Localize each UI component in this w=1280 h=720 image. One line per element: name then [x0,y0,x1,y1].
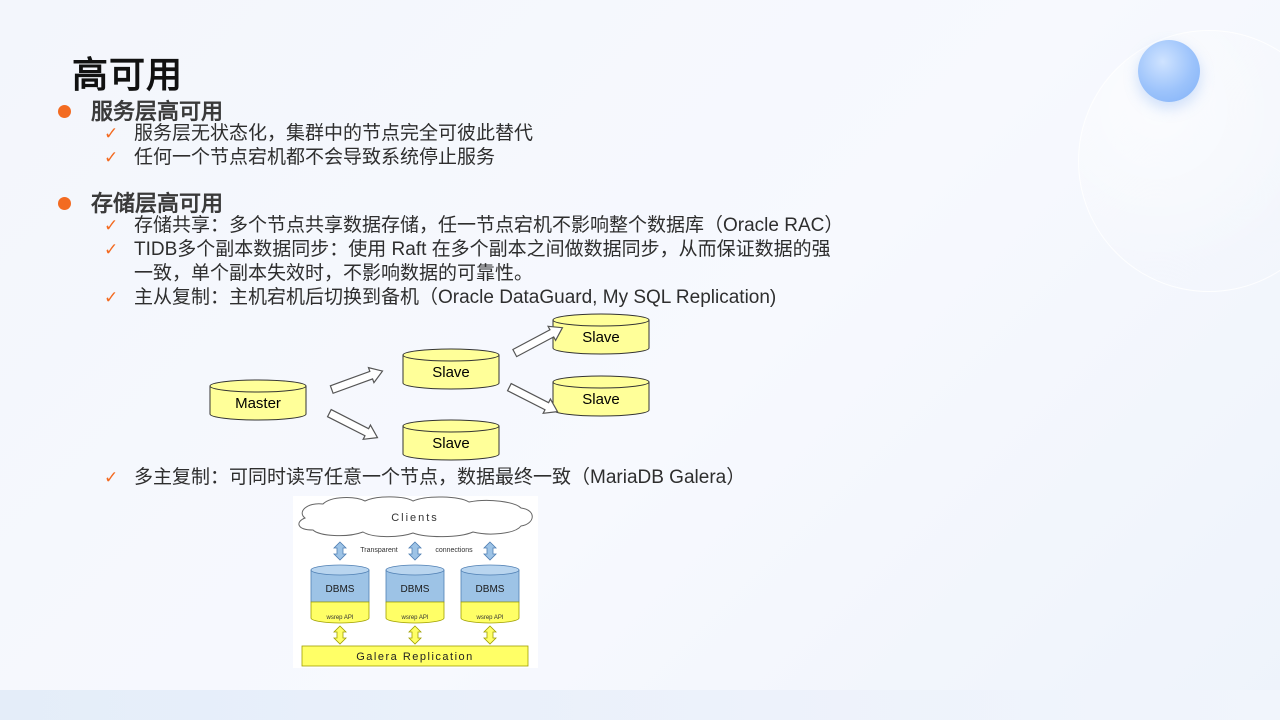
check-icon: ✓ [104,216,119,235]
master-slave-diagram: Master Slave Slave Slave Slave [209,313,650,461]
slave-cylinder: Slave [402,348,500,390]
list-item: ✓ 服务层无状态化，集群中的节点完全可彼此替代 [104,122,533,146]
bullet-dot-icon [58,104,71,118]
double-arrow-icon [483,541,497,561]
list-item: ✓ TIDB多个副本数据同步：使用 Raft 在多个副本之间做数据同步，从而保证… [104,238,831,262]
list-item: ✓ 主从复制：主机宕机后切换到备机（Oracle DataGuard, My S… [104,286,776,310]
connections-label: connections [435,547,473,554]
clients-cloud [298,496,533,538]
slave-cylinder: Slave [402,419,500,461]
double-arrow-icon [483,625,497,645]
list-item-text: 多主复制：可同时读写任意一个节点，数据最终一致（MariaDB Galera） [134,467,746,488]
section-heading-text: 存储层高可用 [91,191,224,216]
list-item-text: 任何一个节点宕机都不会导致系统停止服务 [134,147,496,168]
slave-cylinder: Slave [552,313,650,355]
list-item-text: TIDB多个副本数据同步：使用 Raft 在多个副本之间做数据同步，从而保证数据… [134,239,831,260]
double-arrow-icon [408,541,422,561]
arrow-icon [325,405,382,446]
master-cylinder: Master [209,379,307,421]
list-item: ✓ 任何一个节点宕机都不会导致系统停止服务 [104,146,495,170]
slave-cylinder: Slave [552,375,650,417]
dbms-node: DBMS wsrep API [385,564,445,624]
dbms-label: DBMS [326,584,355,595]
dbms-label: DBMS [476,584,505,595]
check-icon: ✓ [104,240,119,259]
list-item-text: 一致，单个副本失效时，不影响数据的可靠性。 [134,263,534,284]
slide-title: 高可用 [72,54,184,95]
list-item: ✓ 多主复制：可同时读写任意一个节点，数据最终一致（MariaDB Galera… [104,466,745,490]
list-item-text: 主从复制：主机宕机后切换到备机（Oracle DataGuard, My SQL… [134,287,777,308]
section-heading-service: 服务层高可用 [58,94,223,126]
galera-replication-label: Galera Replication [356,651,474,663]
section-heading-storage: 存储层高可用 [58,186,223,218]
check-icon: ✓ [104,468,119,487]
bullet-dot-icon [58,196,71,210]
list-item-continuation: 一致，单个副本失效时，不影响数据的可靠性。 [104,262,533,286]
double-arrow-icon [333,541,347,561]
galera-replication-bar [301,645,529,667]
clients-label: Clients [391,512,439,524]
wsrep-label: wsrep API [475,615,503,621]
list-item-text: 服务层无状态化，集群中的节点完全可彼此替代 [134,123,534,144]
double-arrow-icon [408,625,422,645]
slave-label: Slave [582,391,620,408]
list-item-text: 存储共享：多个节点共享数据存储，任一节点宕机不影响整个数据库（Oracle RA… [134,215,844,236]
wsrep-label: wsrep API [325,615,353,621]
slave-label: Slave [432,364,470,381]
wsrep-label: wsrep API [400,615,428,621]
decorative-bubble [1138,40,1200,102]
slave-label: Slave [582,329,620,346]
check-icon: ✓ [104,288,119,307]
check-icon: ✓ [104,124,119,143]
bottom-band [0,690,1280,720]
section-heading-text: 服务层高可用 [91,99,224,124]
master-label: Master [235,395,281,412]
double-arrow-icon [333,625,347,645]
check-icon: ✓ [104,148,119,167]
dbms-node: DBMS wsrep API [310,564,370,624]
slave-label: Slave [432,435,470,452]
transparent-label: Transparent [360,547,398,554]
dbms-node: DBMS wsrep API [460,564,520,624]
galera-cluster-diagram: Clients Transparent connections DBMS wsr… [293,496,538,668]
list-item: ✓ 存储共享：多个节点共享数据存储，任一节点宕机不影响整个数据库（Oracle … [104,214,843,238]
dbms-label: DBMS [401,584,430,595]
arrow-icon [328,362,386,398]
